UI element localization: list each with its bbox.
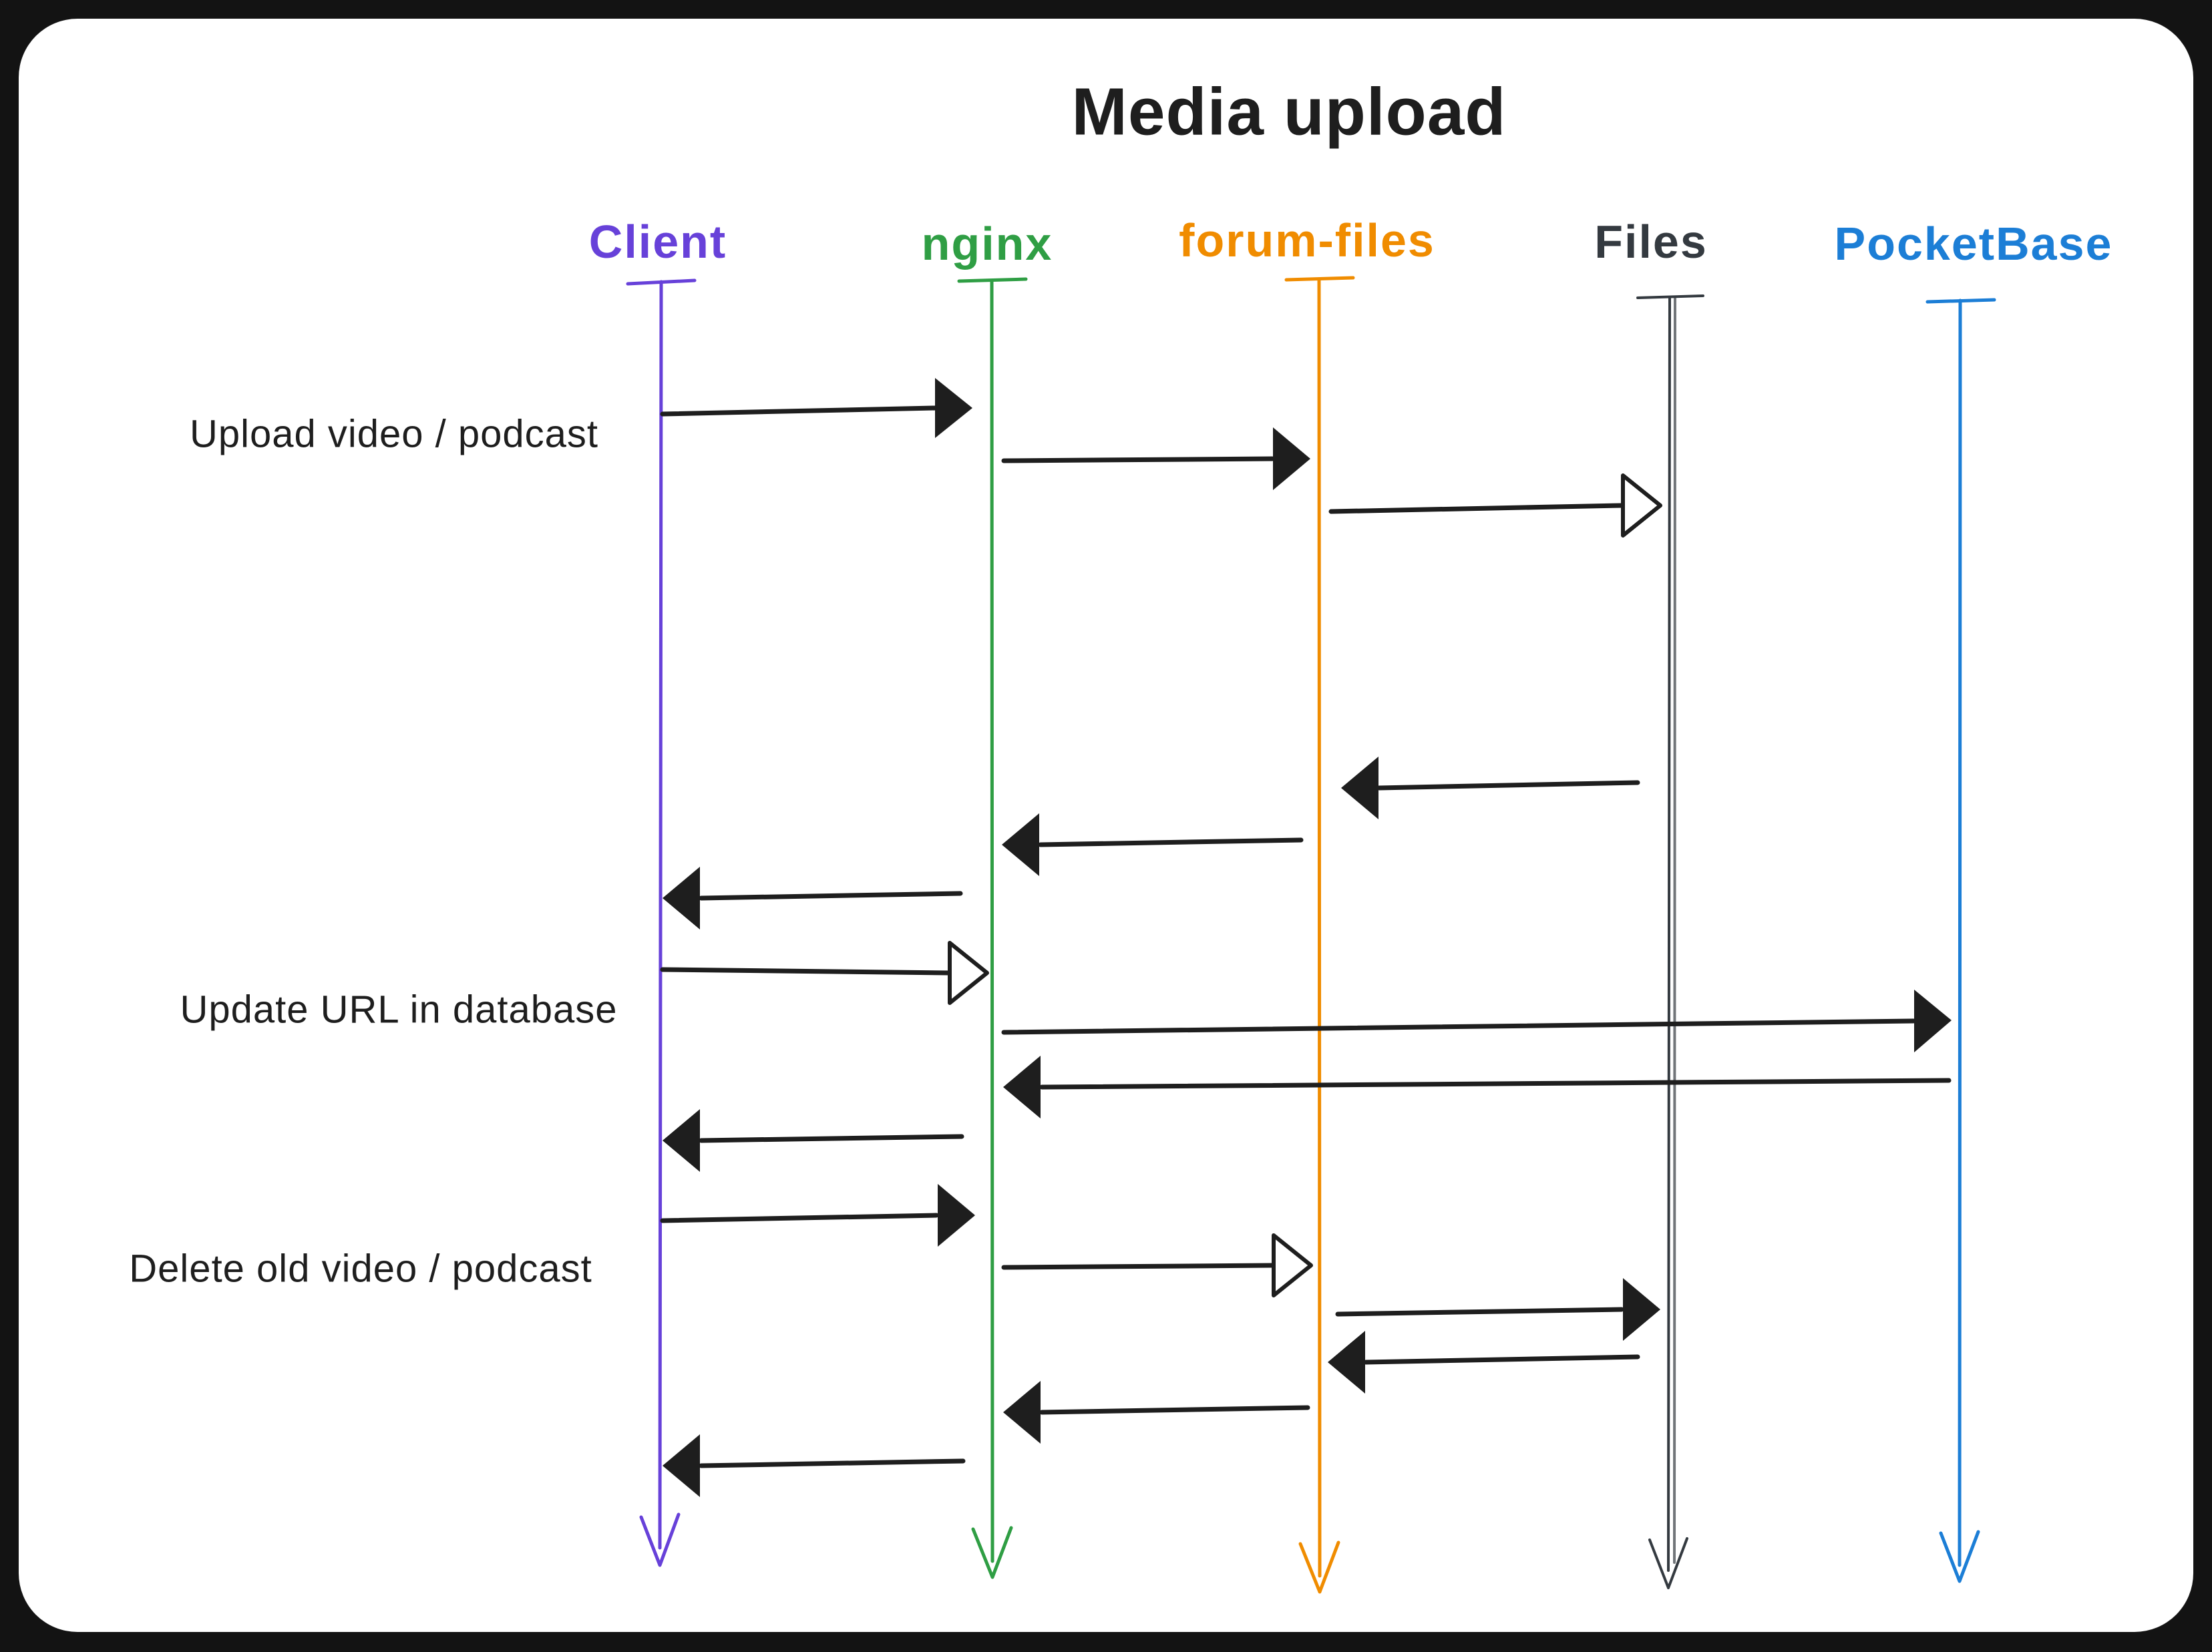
arrow-nginx-to-forumfiles-upload	[1001, 427, 1310, 490]
arrow-client-to-nginx-update	[660, 941, 989, 1005]
phase-label-upload: Upload video / podcast	[189, 412, 599, 456]
lifeline-forum-files	[1284, 276, 1355, 1594]
arrow-nginx-to-client-return2	[663, 1109, 964, 1172]
lifeline-nginx	[957, 277, 1028, 1579]
message-arrows	[660, 378, 1952, 1497]
lifeline-label-files: Files	[1594, 216, 1708, 268]
lifeline-pocketbase	[1925, 298, 1996, 1583]
lifeline-label-nginx: nginx	[921, 218, 1053, 270]
arrow-nginx-to-pocketbase-update	[1001, 990, 1952, 1052]
arrow-forumfiles-to-files-upload	[1328, 473, 1662, 538]
phase-label-delete-old: Delete old video / podcast	[129, 1247, 592, 1291]
arrow-client-to-nginx-delete	[660, 1184, 975, 1247]
lifeline-label-pocketbase: PocketBase	[1834, 218, 2113, 270]
arrow-files-to-forumfiles-return2	[1328, 1331, 1640, 1394]
arrow-pocketbase-to-nginx-return	[1003, 1056, 1952, 1118]
phase-label-update-url: Update URL in database	[180, 988, 618, 1032]
arrow-forumfiles-to-nginx-return	[1002, 813, 1304, 876]
arrow-nginx-to-client-return3	[663, 1434, 966, 1497]
lifeline-label-forum-files: forum-files	[1179, 214, 1435, 266]
whiteboard-canvas	[19, 19, 2193, 1632]
diagram-title: Media upload	[1071, 74, 1507, 150]
arrow-forumfiles-to-nginx-return2	[1003, 1381, 1310, 1444]
arrow-client-to-nginx-upload	[660, 378, 972, 438]
arrow-files-to-forumfiles-return	[1341, 757, 1640, 819]
arrow-nginx-to-client-return	[663, 867, 963, 930]
lifeline-files	[1636, 294, 1704, 1589]
arrow-nginx-to-forumfiles-delete	[1001, 1233, 1313, 1297]
lifeline-client	[626, 278, 697, 1567]
arrow-forumfiles-to-files-delete	[1335, 1278, 1660, 1341]
lifeline-label-client: Client	[588, 216, 727, 268]
